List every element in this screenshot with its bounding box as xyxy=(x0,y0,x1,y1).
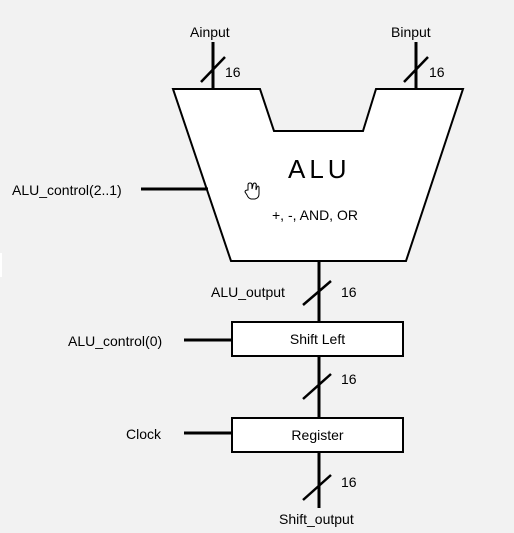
binput-label: Binput xyxy=(391,24,431,40)
ainput-bus-slash xyxy=(200,56,226,83)
register-width-label: 16 xyxy=(341,474,357,490)
alu-ops-label: +, -, AND, OR xyxy=(272,207,358,223)
left-edge-mark xyxy=(0,253,2,277)
alu-title: ALU xyxy=(288,154,351,184)
ainput-width-label: 16 xyxy=(225,64,241,80)
alu-output-bus-slash xyxy=(302,280,332,306)
alu-output-label: ALU_output xyxy=(211,284,285,300)
register-bus-slash xyxy=(302,474,332,501)
register-block: Register xyxy=(231,417,404,453)
binput-bus-slash xyxy=(403,56,429,83)
register-label: Register xyxy=(291,427,344,443)
hand-cursor-icon xyxy=(244,182,260,200)
ainput-label: Ainput xyxy=(190,24,230,40)
alu-block xyxy=(171,88,465,262)
alu-control-hi-label: ALU_control(2..1) xyxy=(12,182,122,198)
shift-output-label: Shift_output xyxy=(279,511,354,527)
alu-control-lo-label: ALU_control(0) xyxy=(68,333,163,349)
shift-left-label: Shift Left xyxy=(289,331,346,347)
alu-output-width-label: 16 xyxy=(341,284,357,300)
binput-width-label: 16 xyxy=(429,64,445,80)
shift-width-label: 16 xyxy=(341,371,357,387)
shift-bus-slash xyxy=(302,373,332,400)
clock-label: Clock xyxy=(126,426,162,442)
shift-left-block: Shift Left xyxy=(231,321,404,357)
